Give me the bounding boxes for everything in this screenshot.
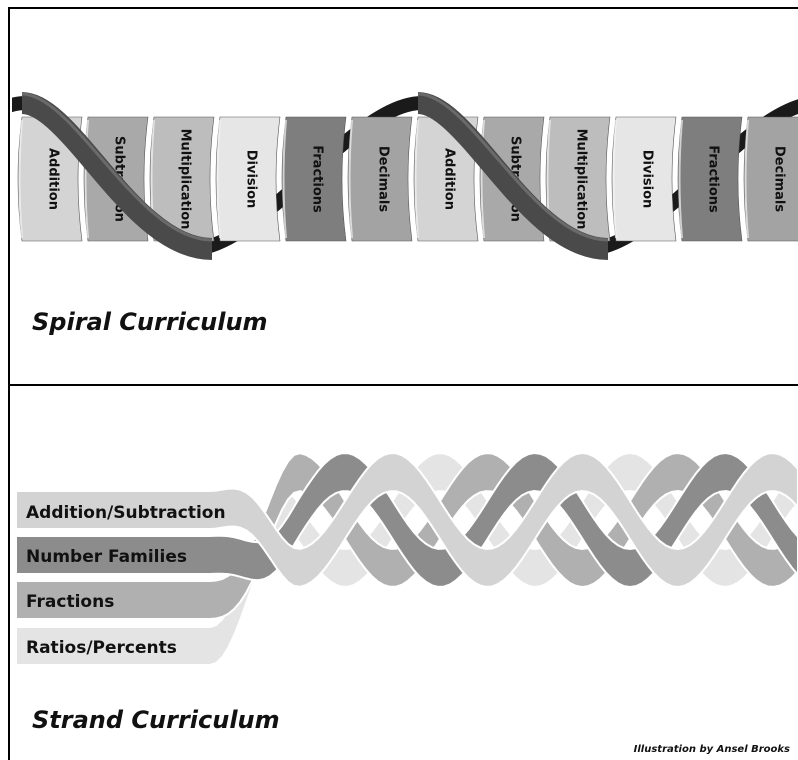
spiral-segment-label: Multiplication: [574, 129, 589, 230]
spiral-segment-decimals: Decimals: [347, 116, 413, 242]
spiral-segment-fractions: Fractions: [281, 116, 347, 242]
strand-diagram: Addition/Subtraction Number Families Fra…: [15, 451, 798, 666]
spiral-segment-fractions: Fractions: [677, 116, 743, 242]
spiral-ribbon-highlight: [21, 92, 213, 242]
spiral-segment-decimals: Decimals: [743, 116, 798, 242]
spiral-segment-label: Division: [244, 150, 259, 209]
spiral-ribbon-highlight: [417, 92, 609, 242]
strand-labels: Addition/Subtraction Number Families Fra…: [26, 503, 226, 658]
spiral-segment-label: Fractions: [310, 145, 325, 213]
spiral-segment-label: Multiplication: [178, 129, 193, 230]
spiral-title: Spiral Curriculum: [32, 308, 268, 336]
strand-label-number-families: Number Families: [26, 547, 187, 567]
spiral-segment-label: Addition: [46, 148, 61, 210]
strand-label-addition-subtraction: Addition/Subtraction: [26, 503, 226, 523]
spiral-segment-label: Addition: [442, 148, 457, 210]
spiral-segment-label: Division: [640, 150, 655, 209]
strand-shapes: [15, 451, 798, 666]
strand-label-fractions: Fractions: [26, 592, 114, 612]
spiral-segment-label: Decimals: [772, 146, 787, 213]
spiral-ribbon-front-band: [20, 92, 213, 260]
spiral-segment-division: Division: [611, 116, 677, 242]
spiral-ribbon-front-band: [416, 92, 609, 260]
spiral-segment-division: Division: [215, 116, 281, 242]
spiral-segment-label: Decimals: [376, 146, 391, 213]
illustration-credit: Illustration by Ansel Brooks: [634, 744, 790, 755]
spiral-ribbon-front: [20, 92, 609, 260]
strand-band-number-families: [15, 451, 798, 589]
spiral-segment-label: Fractions: [706, 145, 721, 213]
strand-title: Strand Curriculum: [32, 706, 280, 734]
strand-band-addition-subtraction: [15, 451, 798, 589]
spiral-segment-multiplication: Multiplication: [149, 116, 215, 242]
spiral-segment-addition: Addition: [17, 116, 83, 242]
spiral-segment-multiplication: Multiplication: [545, 116, 611, 242]
strand-label-ratios-percents: Ratios/Percents: [26, 638, 177, 658]
